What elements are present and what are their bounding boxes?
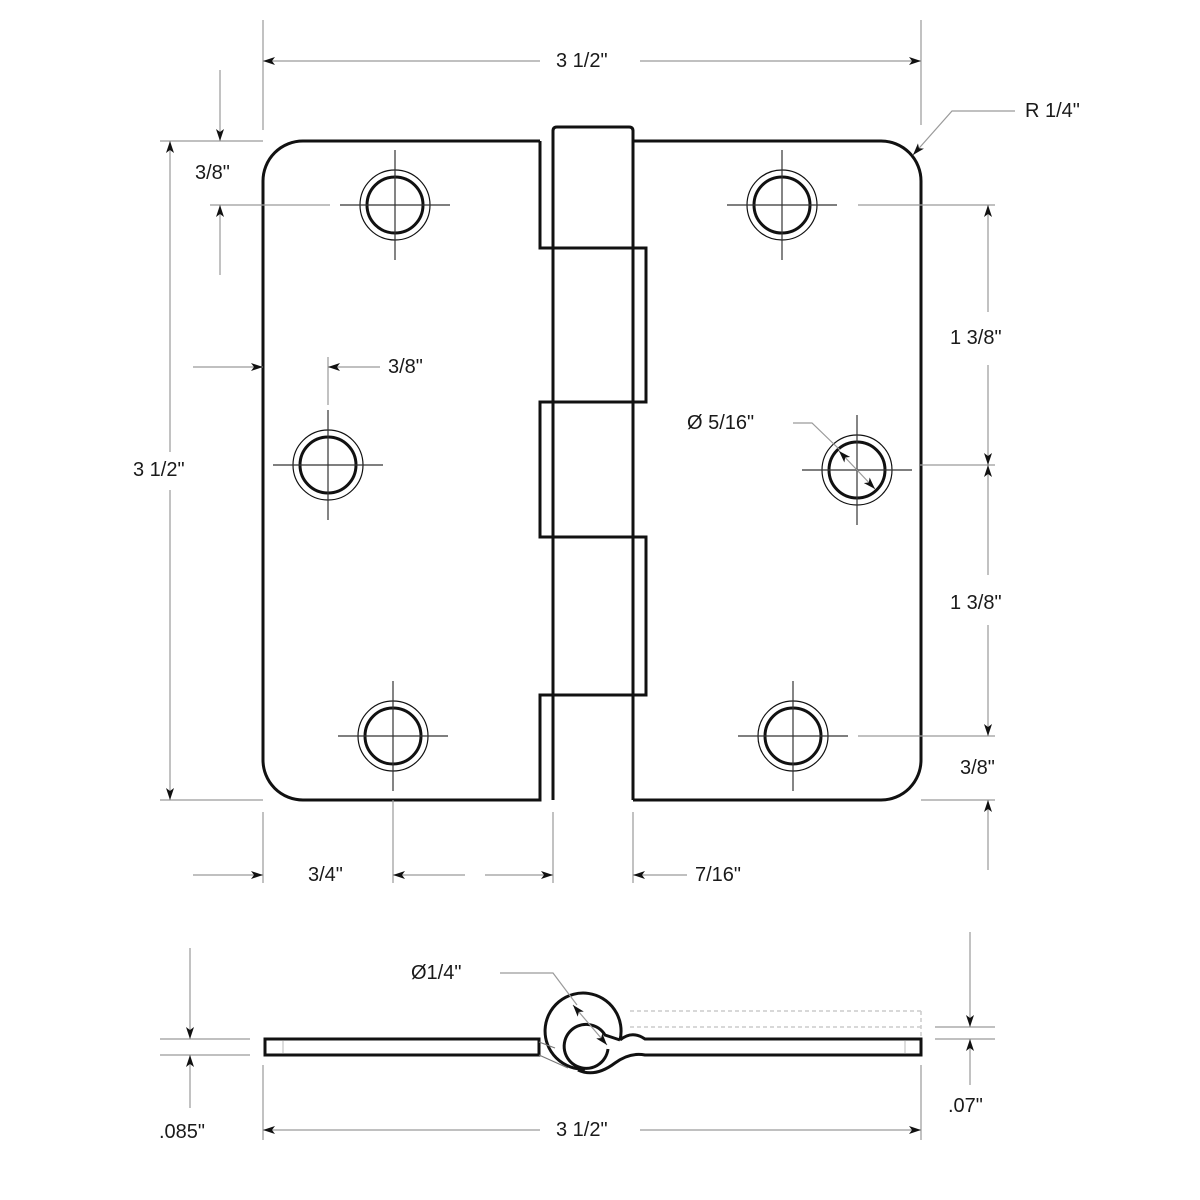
pin-diameter-label: Ø1/4" <box>408 963 465 983</box>
corner-radius-label: R 1/4" <box>1022 101 1083 121</box>
dimension-lines <box>160 20 1015 883</box>
bottom-hole-offset-label: 3/8" <box>957 758 998 778</box>
hole-left-top <box>340 150 450 260</box>
hole-right-bottom <box>738 681 848 791</box>
side-left-leaf <box>263 1037 541 1057</box>
hole-left-middle <box>273 410 383 520</box>
side-knuckle-curl <box>543 991 623 1071</box>
side-view <box>160 932 995 1140</box>
hole-left-bottom <box>338 681 448 791</box>
side-hole-offset-label: 3/8" <box>385 357 426 377</box>
overall-height-label: 3 1/2" <box>130 460 188 480</box>
left-leaf-outline <box>261 139 553 802</box>
hole-right-top <box>727 150 837 260</box>
side-overall-width-label: 3 1/2" <box>553 1120 611 1140</box>
hole-diameter-label: Ø 5/16" <box>684 413 758 433</box>
side-dimension-lines <box>160 932 995 1140</box>
right-upper-spacing-label: 1 3/8" <box>947 328 1005 348</box>
hole-to-knuckle-label: 3/4" <box>308 864 343 886</box>
left-thickness-label: .085" <box>159 1121 206 1143</box>
knuckle-width-label: 7/16" <box>695 864 742 886</box>
right-leaf-outline <box>633 139 923 802</box>
right-lower-spacing-label: 1 3/8" <box>947 593 1005 613</box>
top-hole-offset-label: 3/8" <box>192 163 233 183</box>
overall-width-label: 3 1/2" <box>553 51 611 71</box>
right-thickness-label: .07" <box>948 1095 983 1117</box>
front-view <box>160 20 1015 883</box>
knuckle-barrel <box>540 125 648 800</box>
side-right-leaf <box>577 1033 923 1075</box>
